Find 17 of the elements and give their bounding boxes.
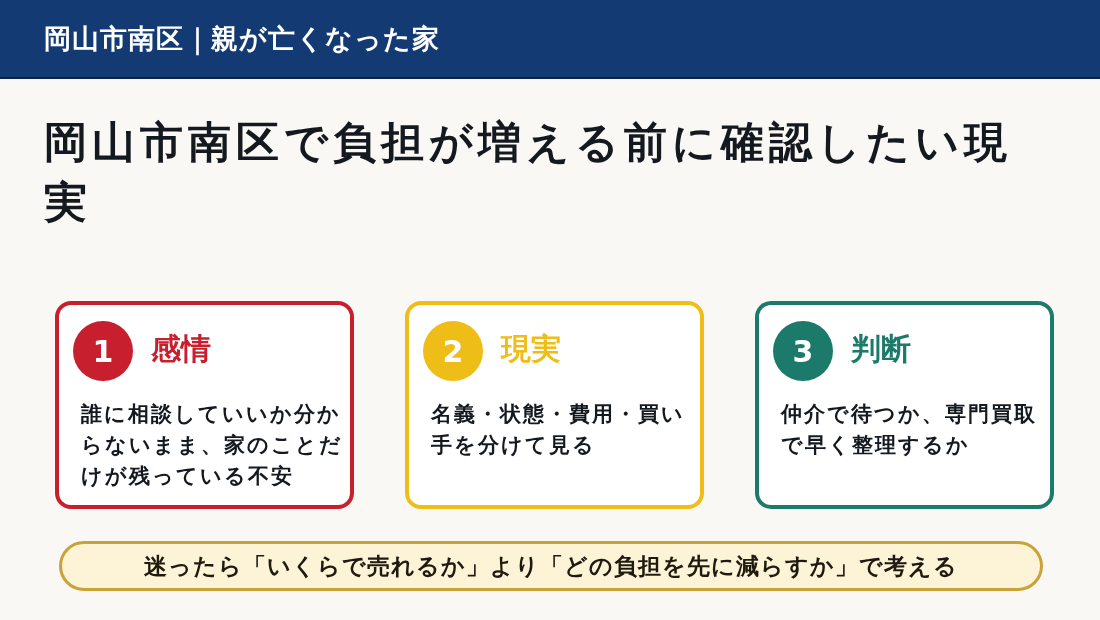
page-title: 岡山市南区で負担が増える前に確認したい現実 <box>44 116 1013 229</box>
step-card <box>755 301 1054 509</box>
card-text: 仲介で待つか、専門買取で早く整理するか <box>781 401 1038 459</box>
tip-banner <box>59 541 1043 591</box>
step-card <box>405 301 704 509</box>
card-heading: 判断 <box>851 330 911 368</box>
card-text: 名義・状態・費用・買い手を分けて見る <box>431 401 686 459</box>
step-card <box>55 301 354 509</box>
step-number-badge: 1 <box>73 321 133 381</box>
header-title: 岡山市南区｜親が亡くなった家 <box>44 21 440 57</box>
step-number-badge: 2 <box>423 321 483 381</box>
card-heading: 感情 <box>151 330 211 368</box>
card-text: 誰に相談していいか分からないまま、家のことだけが残っている不安 <box>81 401 343 490</box>
tip-text: 迷ったら「いくらで売れるか」より「どの負担を先に減らすか」で考える <box>144 551 958 581</box>
step-number-badge: 3 <box>773 321 833 381</box>
header-bar <box>0 0 1100 79</box>
card-heading: 現実 <box>501 330 561 368</box>
